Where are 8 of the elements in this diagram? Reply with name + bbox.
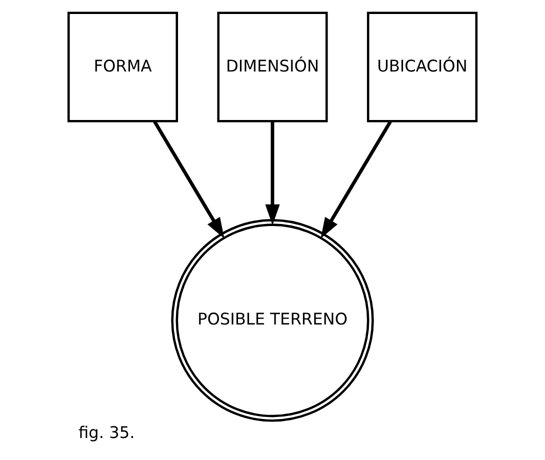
node-box: FORMA	[67, 12, 178, 122]
arrow	[320, 120, 392, 238]
node-box: DIMENSIÓN	[217, 12, 328, 122]
arrow	[153, 120, 224, 238]
arrow	[265, 121, 280, 226]
node-box: UBICACIÓN	[366, 12, 478, 122]
node-circle: POSIBLE TERRENO	[171, 219, 374, 422]
caption: fig. 35.	[78, 423, 135, 442]
